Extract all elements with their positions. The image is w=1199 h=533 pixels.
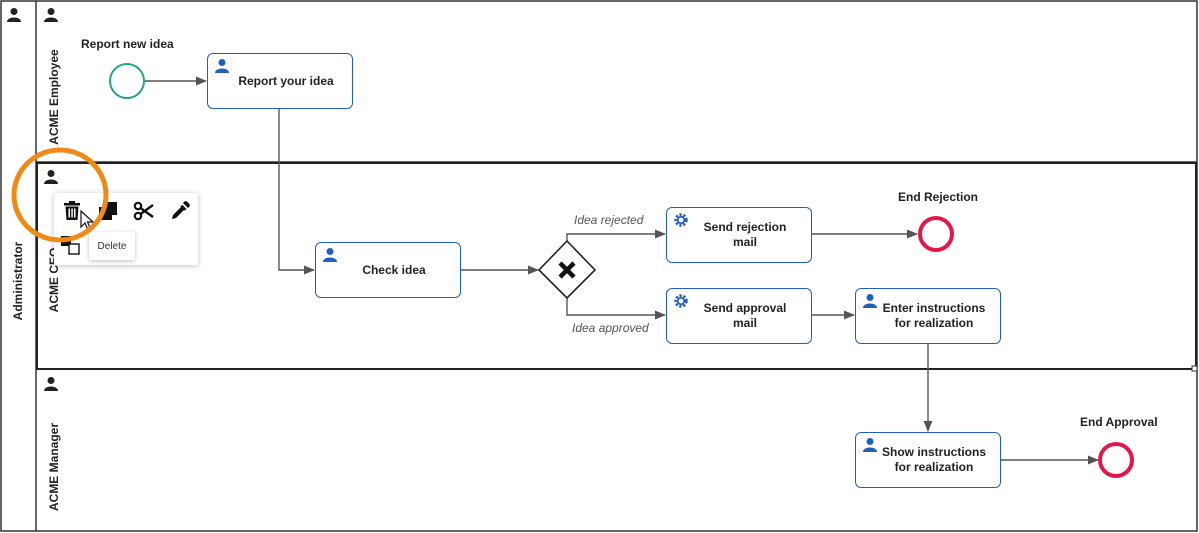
lane-person-icon[interactable] [43, 169, 59, 185]
selected-lane-frame [36, 162, 1197, 370]
task-send-rejection[interactable]: Send rejection mail [666, 207, 812, 263]
start-event [109, 63, 145, 99]
task-send-approval[interactable]: Send approval mail [666, 288, 812, 344]
task-show-instructions[interactable]: Show instructions for realization [855, 432, 1001, 488]
delete-tooltip: Delete [89, 232, 135, 260]
flow-gateway-approval [566, 298, 667, 320]
flow-gateway-rejection [566, 229, 667, 241]
task-label: Enter instructions for realization [882, 301, 986, 330]
task-label: Show instructions for realization [881, 445, 986, 474]
flow-label-approved: Idea approved [572, 321, 649, 335]
highlight-circle [11, 147, 109, 243]
flow-label-rejected: Idea rejected [574, 213, 644, 227]
task-label: Send approval mail [703, 301, 787, 330]
end-approval-label: End Approval [1080, 415, 1158, 429]
start-event-label: Report new idea [81, 37, 174, 51]
service-task-gear-icon [674, 294, 688, 308]
lane-label-employee: ACME Employee [47, 49, 61, 145]
scissors-icon[interactable] [132, 199, 156, 223]
user-task-icon [215, 59, 229, 73]
lane-label-manager: ACME Manager [47, 423, 61, 512]
task-report-idea[interactable]: Report your idea [207, 53, 353, 109]
user-task-icon [323, 248, 337, 262]
flow-report-check [278, 108, 316, 275]
exclusive-gateway [537, 239, 597, 300]
color-picker-icon[interactable] [168, 199, 192, 223]
end-event-rejection [918, 216, 954, 252]
pool-label: Administrator [11, 241, 25, 321]
user-task-icon [863, 438, 877, 452]
gateway-x-icon [558, 261, 576, 279]
user-task-icon [863, 294, 877, 308]
pool-person-icon [7, 8, 21, 22]
trash-icon[interactable] [60, 199, 84, 223]
end-rejection-label: End Rejection [898, 190, 979, 204]
service-task-gear-icon [674, 213, 688, 227]
lane-person-icon[interactable] [43, 7, 59, 23]
task-label: Send rejection mail [703, 220, 787, 249]
task-label: Report your idea [238, 73, 334, 88]
lane-person-icon[interactable] [43, 376, 59, 392]
task-enter-instructions[interactable]: Enter instructions for realization [855, 288, 1001, 344]
task-label: Check idea [362, 262, 426, 277]
task-check-idea[interactable]: Check idea [315, 242, 461, 298]
end-event-approval [1098, 442, 1134, 478]
